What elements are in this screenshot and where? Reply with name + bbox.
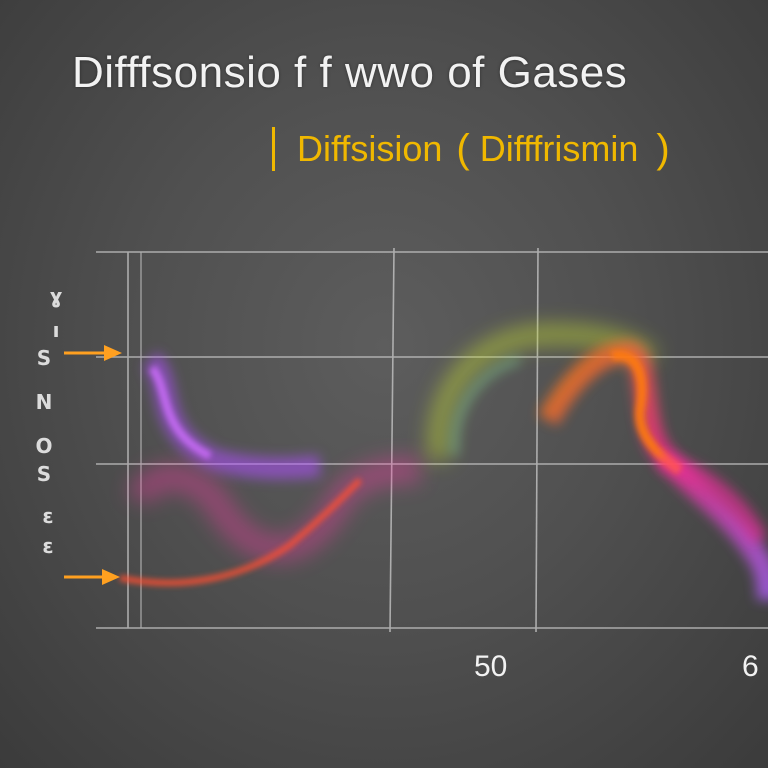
plume-right-core (610, 350, 683, 475)
plume-left-purple (142, 351, 322, 480)
subtitle-part-2: Difffrismin (479, 128, 639, 169)
x-tick-label-50: 50 (474, 650, 508, 683)
subtitle-open-paren: ( (456, 126, 470, 171)
plume-left-violet-core (148, 365, 212, 460)
subtitle-part-1: Diffsision (297, 128, 443, 169)
y-axis-glyph: N (35, 390, 53, 414)
y-axis-glyph: ɣ (49, 284, 63, 308)
subtitle-bar (272, 127, 275, 171)
grid-line-vertical-1 (389, 247, 395, 633)
y-axis-glyph: S (36, 462, 52, 486)
right-arrow-icon (64, 569, 120, 585)
y-axis-glyph: S (36, 346, 52, 370)
y-axis-glyph: O (35, 434, 53, 458)
y-axis-glyph: ɛ (42, 534, 54, 558)
diagram-title: Difffsonsio f f wwo of Gases (72, 48, 628, 97)
y-axis-glyph: ɛ (42, 504, 54, 528)
y-axis-glyph: ı (52, 318, 60, 342)
plume-pink-loop (126, 456, 421, 563)
grid-line-vertical-2 (535, 247, 539, 633)
diagram-subtitle: Diffsision ( Difffrismin ) (272, 124, 670, 174)
plume-orange-bottom (119, 477, 363, 586)
x-tick-label-6: 6 (742, 650, 759, 683)
plume-teal-wisp (450, 356, 522, 456)
subtitle-close-paren: ) (656, 126, 670, 171)
plume-right-main (538, 340, 768, 601)
right-arrow-icon (64, 345, 122, 361)
